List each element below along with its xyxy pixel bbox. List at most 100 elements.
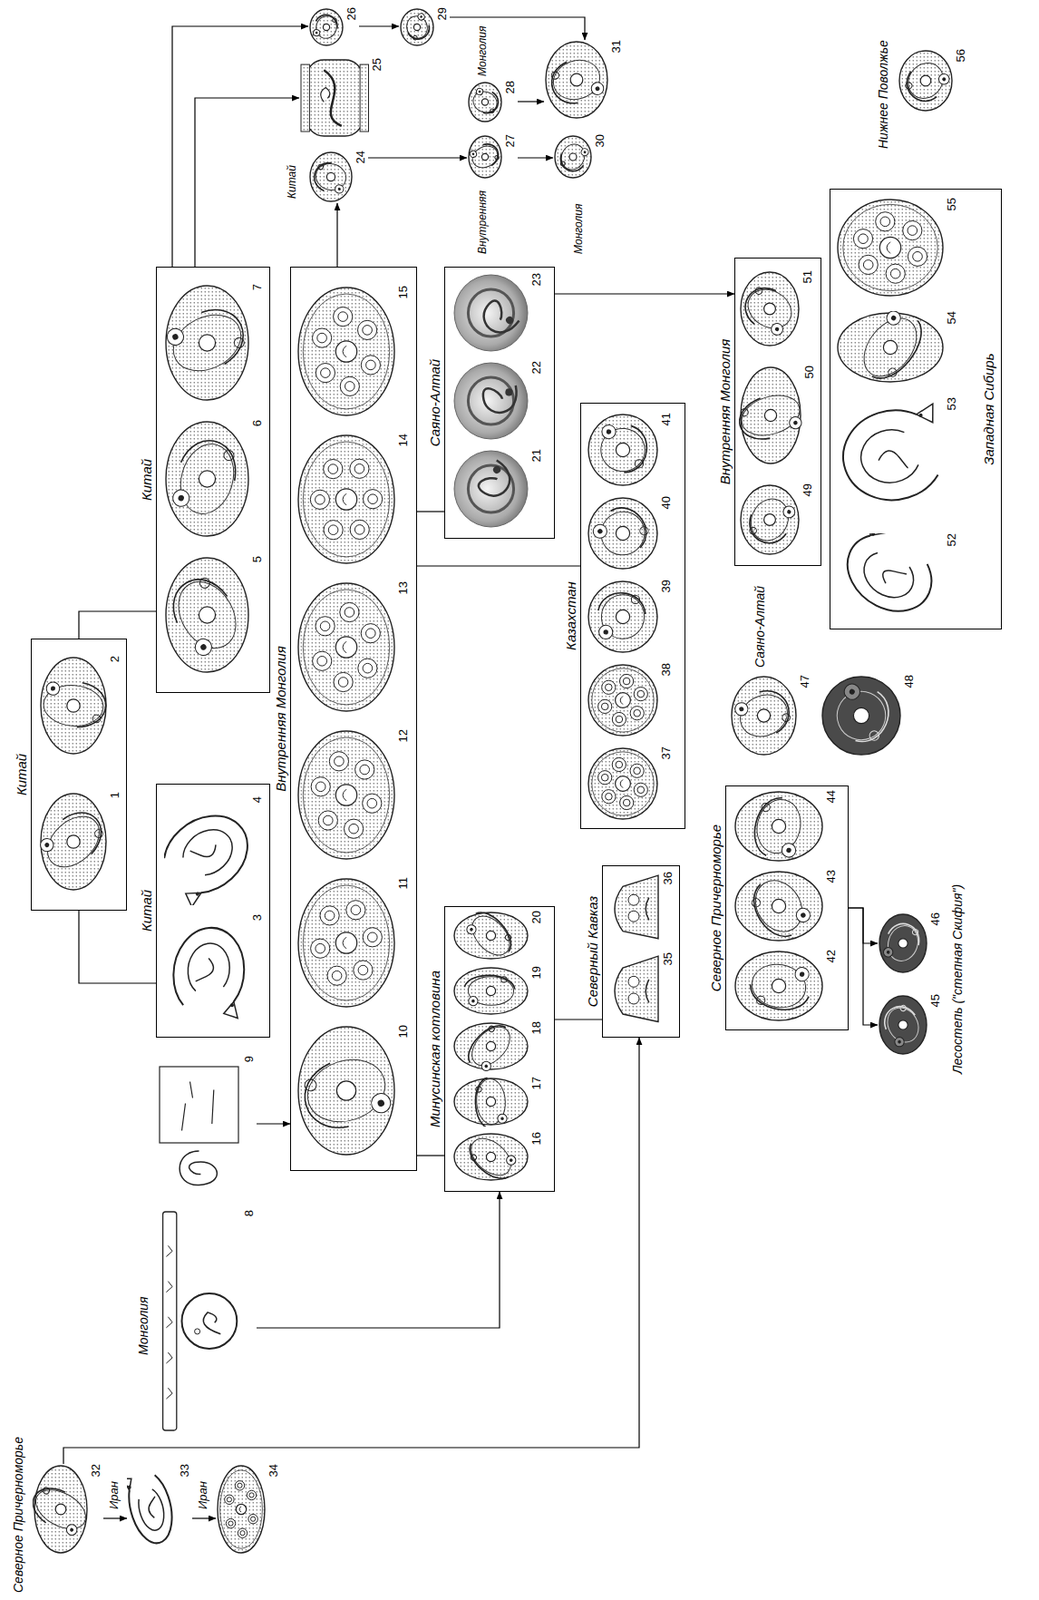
callout-number: 49: [800, 483, 816, 556]
callout-number: 7: [250, 283, 265, 402]
artifact-figure: 43: [733, 869, 839, 942]
callout-number: 46: [928, 912, 943, 974]
callout-number: 3: [250, 913, 265, 1023]
callout-number: 19: [529, 965, 544, 1016]
artifact-drawing: [835, 533, 945, 620]
artifact-drawing: [155, 1209, 243, 1432]
label-text: Лесостепь ("степная Скифия"): [950, 883, 965, 1074]
artifact-figure: 39: [586, 579, 674, 654]
artifact-figure: 14: [296, 433, 411, 565]
artifact-figure: 30: [553, 134, 608, 180]
heading-slot: Китай: [138, 203, 157, 756]
label-text: Монголия: [572, 203, 585, 254]
artifact-drawing: [877, 993, 929, 1056]
artifact-figure: 47: [729, 674, 813, 757]
callout-number: 35: [660, 951, 676, 1030]
artifact-drawing: [164, 419, 251, 538]
artifact-drawing: [820, 674, 903, 757]
artifact-drawing: [452, 910, 530, 961]
artifact-drawing: [308, 150, 354, 204]
artifact-figure: 8: [155, 1209, 257, 1432]
callout-number: 1: [107, 791, 123, 892]
region-heading: Китай: [138, 887, 155, 933]
callout-number: 23: [529, 272, 544, 353]
artifact-drawing: [738, 365, 803, 466]
artifact-figure: 38: [586, 662, 674, 738]
artifact-drawing: [452, 1131, 530, 1182]
callout-number: 15: [396, 285, 411, 418]
artifact-drawing: [38, 791, 108, 892]
artifact-figure: 12: [296, 728, 411, 861]
artifact-figure: 11: [296, 876, 411, 1009]
callout-number: 4: [250, 796, 265, 905]
artifact-drawing: [164, 555, 251, 674]
region-heading: Китай: [13, 751, 30, 797]
artifact-figure: 19: [452, 965, 544, 1016]
region-label: Нижнее Поволжье: [875, 39, 892, 149]
artifact-figure: 15: [296, 285, 411, 418]
artifact-figure: 48: [820, 674, 917, 757]
callout-number: 54: [944, 310, 960, 384]
artifact-drawing: [164, 283, 251, 402]
connector-line: [192, 1516, 216, 1518]
artifact-figure: 27: [466, 134, 518, 180]
region-box: Казахстан3738394041: [580, 402, 686, 829]
region-label: Северное Причерноморье: [10, 1436, 27, 1593]
callout-number: 50: [802, 365, 817, 466]
artifact-figure: 3: [164, 913, 265, 1023]
artifact-drawing: [543, 39, 610, 120]
region-label: Саяно-Алтай: [752, 585, 768, 668]
region-heading: Внутренняя Монголия: [717, 337, 733, 487]
label-text: Нижнее Поволжье: [875, 39, 891, 149]
callout-number: 31: [609, 39, 624, 120]
artifact-figure: 24: [308, 150, 369, 204]
artifact-figure: 45: [877, 993, 943, 1056]
callout-number: 43: [824, 869, 839, 942]
artifact-figure: 37: [586, 746, 674, 821]
label-text: Монголия: [135, 1295, 151, 1355]
artifact-figure: 23: [452, 272, 544, 353]
connector-line: [78, 611, 156, 639]
callout-number: 52: [944, 533, 960, 620]
artifact-drawing: [452, 965, 530, 1016]
region-label: Монголия: [475, 26, 491, 77]
region-box: Западная Сибирь52535455: [829, 188, 1002, 630]
region-box: Саяно-Алтай212223: [444, 266, 555, 539]
callout-number: 39: [659, 579, 674, 654]
artifact-figure: 28: [466, 80, 518, 124]
artifact-figure: 10: [296, 1024, 411, 1156]
artifact-figure: 16: [452, 1131, 544, 1182]
artifact-figure: 53: [835, 397, 960, 520]
artifact-figure: 36: [606, 871, 676, 946]
artifact-drawing: [835, 310, 945, 384]
region-label: Монголия: [571, 203, 587, 254]
artifact-drawing: [126, 1463, 178, 1554]
artifact-drawing: [877, 912, 929, 974]
callout-number: 26: [344, 7, 360, 48]
callout-number: 40: [659, 495, 674, 571]
artifact-drawing: [164, 913, 251, 1023]
artifact-figure: 18: [452, 1020, 544, 1071]
region-box: Северный Кавказ3536: [602, 864, 680, 1038]
connector-line: [336, 203, 338, 267]
artifact-drawing: [452, 360, 530, 441]
artifact-figure: 7: [164, 283, 265, 402]
connector-line: [172, 26, 309, 267]
callout-number: 27: [503, 134, 518, 180]
region-heading: Саяно-Алтай: [427, 357, 443, 448]
callout-number: 28: [503, 80, 518, 124]
artifact-drawing: [738, 270, 801, 348]
artifact-figure: 50: [738, 365, 817, 466]
callout-number: 12: [396, 728, 411, 861]
artifact-drawing: [296, 1024, 397, 1156]
artifact-figure: 21: [452, 448, 544, 529]
callout-number: 38: [659, 662, 674, 738]
connector-line: [554, 292, 735, 294]
connector-line: [848, 907, 878, 1025]
region-label: Китай: [284, 165, 301, 199]
callout-number: 10: [396, 1024, 411, 1156]
artifact-figure: 42: [733, 949, 839, 1022]
callout-number: 20: [529, 910, 544, 961]
callout-number: 51: [800, 270, 816, 348]
callout-number: 45: [928, 993, 943, 1056]
